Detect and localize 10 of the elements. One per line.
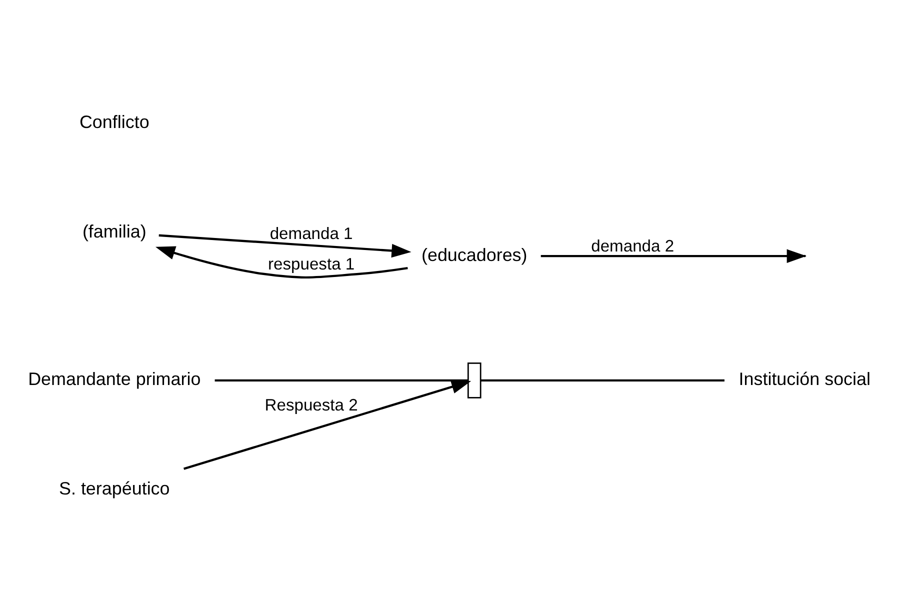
edge-label: demanda 2 [591,236,674,255]
node-text: S. terapéutico [59,478,170,498]
label: Conflicto [79,112,150,132]
edge-label: respuesta 1 [268,254,355,273]
node-text: (educadores) [421,244,528,264]
edge-label: demanda 1 [270,223,353,242]
edge-label: Respuesta 2 [264,394,358,414]
node-text: Institución social [738,368,871,389]
node-text: (familia) [82,220,146,241]
node-text: Demandante primario [28,368,201,389]
